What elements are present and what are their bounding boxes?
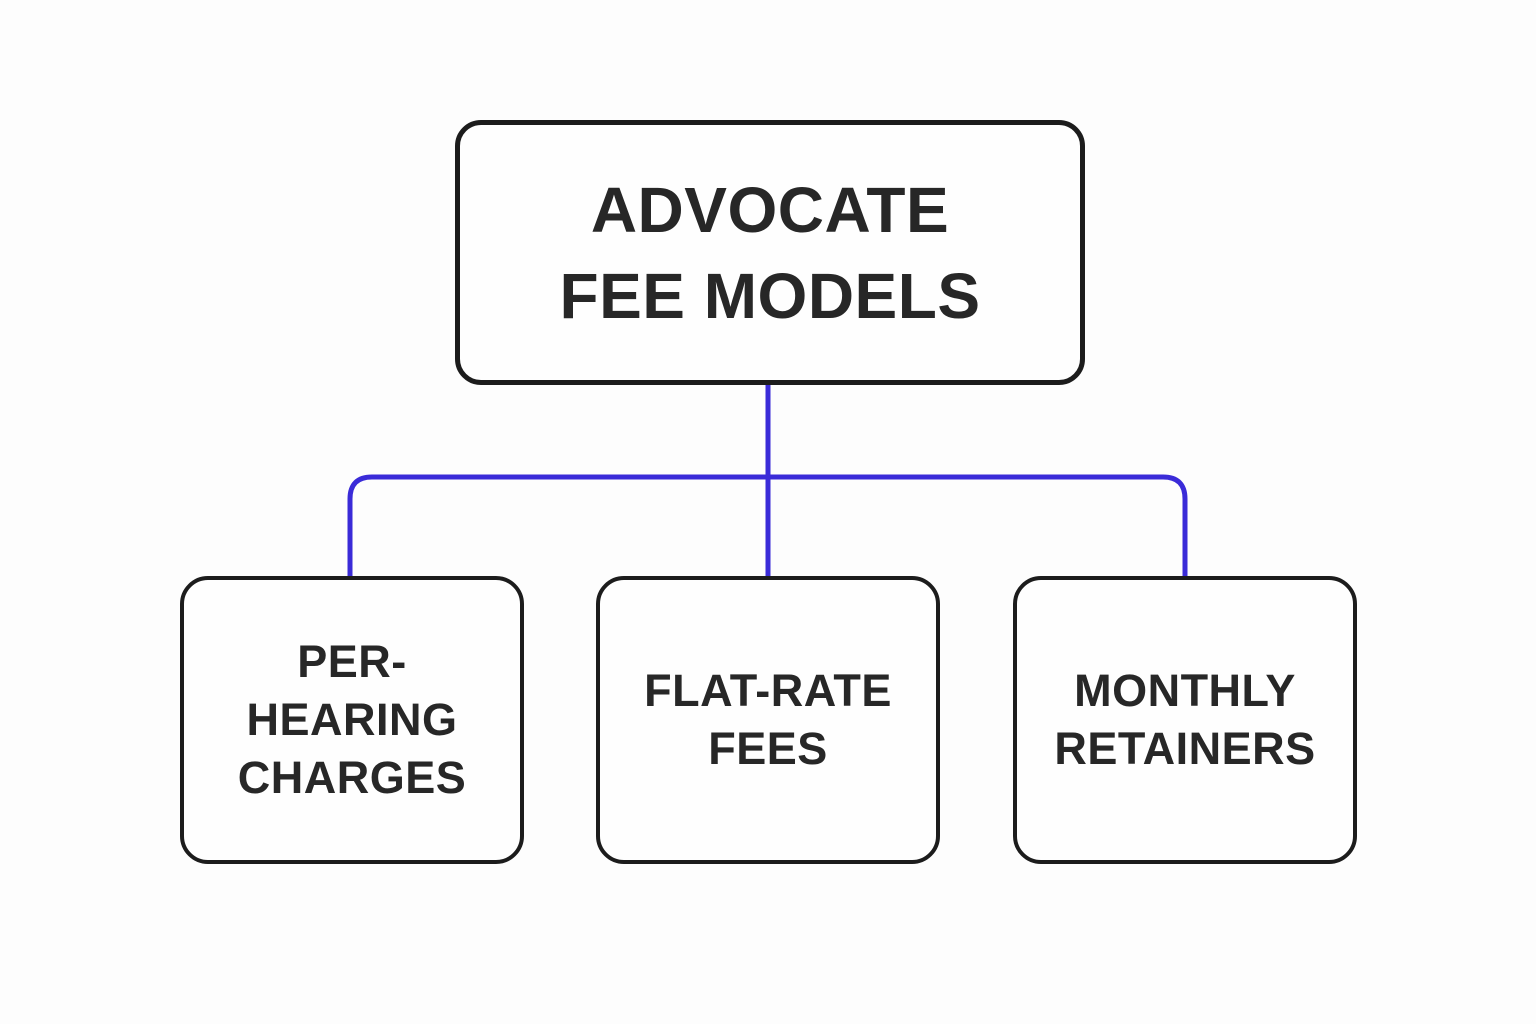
child-label-line: FEES (708, 723, 828, 774)
node-per-hearing-charges: PER- HEARING CHARGES (180, 576, 524, 864)
node-monthly-retainers: MONTHLY RETAINERS (1013, 576, 1357, 864)
root-title-line-1: ADVOCATE (590, 173, 950, 246)
node-advocate-fee-models: ADVOCATE FEE MODELS (455, 120, 1085, 385)
child-label-line: RETAINERS (1054, 723, 1316, 774)
connector-rail-left-right (347, 474, 1188, 576)
child-label-line: PER- (297, 636, 407, 687)
child-label-line: FLAT-RATE (644, 665, 892, 716)
child-label-line: CHARGES (237, 752, 467, 803)
node-flat-rate-fees: FLAT-RATE FEES (596, 576, 940, 864)
child-label-line: HEARING (246, 694, 458, 745)
child-label-line: MONTHLY (1074, 665, 1296, 716)
root-title-line-2: FEE MODELS (559, 259, 981, 332)
